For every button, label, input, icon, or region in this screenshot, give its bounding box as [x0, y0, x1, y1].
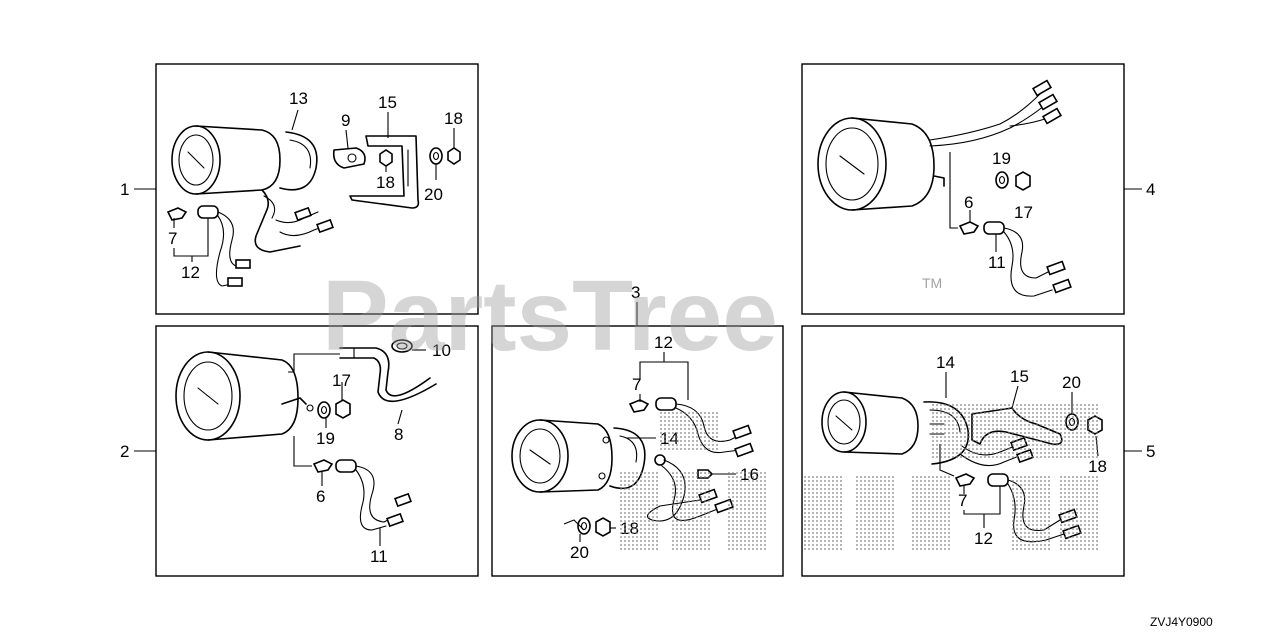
- panel-4: 4: [801, 63, 1155, 315]
- gauge-assembly-5[interactable]: [821, 391, 919, 455]
- label-15-p5[interactable]: 15: [1010, 367, 1029, 386]
- callout-2[interactable]: 2: [120, 442, 129, 461]
- stay-15[interactable]: [349, 135, 420, 209]
- label-12-p5[interactable]: 12: [974, 529, 993, 548]
- partstree-watermark: PartsTree TM: [322, 260, 942, 372]
- label-19[interactable]: 19: [316, 429, 335, 448]
- label-10[interactable]: 10: [432, 341, 451, 360]
- bulb-7-p3[interactable]: [628, 399, 650, 413]
- label-9[interactable]: 9: [341, 111, 350, 130]
- nut-18-p3[interactable]: [595, 517, 611, 537]
- bulb-6[interactable]: [312, 459, 334, 473]
- callout-5[interactable]: 5: [1146, 442, 1155, 461]
- label-6[interactable]: 6: [316, 487, 325, 506]
- callout-4[interactable]: 4: [1146, 180, 1155, 199]
- gauge-assembly-1[interactable]: [171, 125, 301, 253]
- clamp-10[interactable]: [391, 339, 413, 353]
- gauge-assembly-2[interactable]: [175, 351, 314, 441]
- bulb-6-p4[interactable]: [958, 221, 980, 235]
- label-11-p4[interactable]: 11: [988, 253, 1006, 272]
- washer-20-p3[interactable]: [577, 517, 591, 535]
- label-7-p3[interactable]: 7: [632, 375, 641, 394]
- label-6-p4[interactable]: 6: [964, 193, 973, 212]
- label-20-p5[interactable]: 20: [1062, 373, 1081, 392]
- gauge-assembly-3[interactable]: [511, 419, 613, 493]
- label-15[interactable]: 15: [378, 93, 397, 112]
- label-12-p3[interactable]: 12: [654, 333, 673, 352]
- socket-11-p4[interactable]: [983, 221, 1072, 297]
- label-17[interactable]: 17: [332, 371, 351, 390]
- diagram-code: ZVJ4Y0900: [1150, 615, 1213, 629]
- bulb-7-p5[interactable]: [954, 473, 976, 487]
- label-17-p4[interactable]: 17: [1014, 203, 1033, 222]
- hose-8[interactable]: [339, 347, 437, 403]
- clip-9[interactable]: [332, 147, 366, 169]
- nut-18a[interactable]: [379, 149, 393, 167]
- label-20[interactable]: 20: [424, 185, 443, 204]
- harness-1[interactable]: [275, 206, 334, 237]
- label-12[interactable]: 12: [181, 263, 200, 282]
- panel-2: 2: [120, 325, 479, 577]
- nut-17[interactable]: [335, 399, 351, 419]
- sprite-stipple-logo: [618, 404, 1100, 550]
- socket-11[interactable]: [335, 459, 412, 531]
- label-19-p4[interactable]: 19: [992, 149, 1011, 168]
- bulb-7[interactable]: [166, 207, 188, 221]
- gauge-assembly-4[interactable]: [817, 79, 1063, 211]
- washer-20[interactable]: [429, 147, 443, 165]
- nut-17-p4[interactable]: [1015, 171, 1031, 191]
- label-14-p5[interactable]: 14: [936, 353, 955, 372]
- washer-19[interactable]: [317, 401, 331, 419]
- panel-1: 1: [120, 63, 479, 315]
- watermark-trademark: TM: [922, 275, 942, 291]
- callout-3[interactable]: 3: [631, 283, 640, 302]
- label-18a[interactable]: 18: [444, 109, 463, 128]
- nut-18b[interactable]: [447, 147, 461, 165]
- label-18-p5[interactable]: 18: [1088, 457, 1107, 476]
- label-20-p3[interactable]: 20: [570, 543, 589, 562]
- label-13[interactable]: 13: [289, 89, 308, 108]
- label-7-p5[interactable]: 7: [958, 491, 967, 510]
- label-7[interactable]: 7: [168, 229, 177, 248]
- label-18b[interactable]: 18: [376, 173, 395, 192]
- watermark-brand: PartsTree: [322, 260, 778, 372]
- label-11[interactable]: 11: [370, 547, 388, 566]
- label-8[interactable]: 8: [394, 425, 403, 444]
- bracket-plate-13[interactable]: [279, 131, 318, 191]
- callout-1[interactable]: 1: [120, 180, 129, 199]
- washer-19-p4[interactable]: [995, 171, 1009, 189]
- socket-12[interactable]: [197, 205, 251, 287]
